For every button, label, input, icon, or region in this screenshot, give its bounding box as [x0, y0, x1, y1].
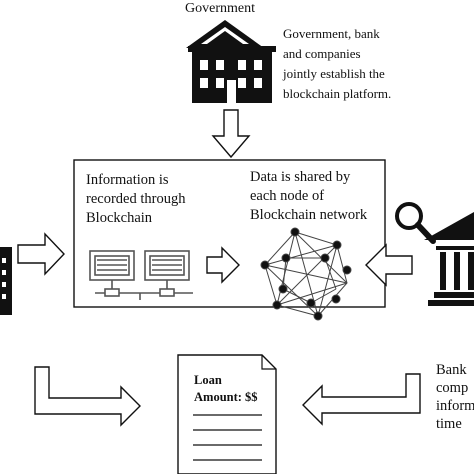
government-description: Government, bank and companies jointly e…: [283, 24, 391, 104]
bent-arrow-right: [302, 373, 421, 426]
bank-icon: [424, 212, 474, 306]
recorded-line: Blockchain: [86, 210, 153, 226]
bank-line: time: [436, 416, 462, 432]
bent-arrow-left: [34, 366, 141, 427]
recorded-line: Information is: [86, 172, 169, 188]
government-description-line: Government, bank: [283, 26, 380, 41]
loan-document-icon: [177, 354, 277, 474]
government-building-icon: [186, 20, 276, 103]
blockchain-platform-box: [73, 159, 386, 308]
bank-line: Bank: [436, 362, 467, 378]
recorded-line: recorded through: [86, 191, 186, 207]
bank-text: Bank comp inform time: [436, 361, 474, 433]
right-arrow-left: [17, 232, 65, 276]
right-arrow-inner: [206, 246, 240, 284]
government-description-line: and companies: [283, 46, 361, 61]
loan-amount-text: Loan Amount: $$: [194, 372, 258, 406]
bank-line: comp: [436, 380, 469, 396]
government-description-line: jointly establish the: [283, 66, 385, 81]
data-shared-text: Data is shared by each node of Blockchai…: [250, 168, 367, 225]
shared-line: Blockchain network: [250, 207, 368, 223]
computer-network-icon: [89, 250, 193, 300]
information-recorded-text: Information is recorded through Blockcha…: [86, 171, 185, 228]
left-arrow-right: [365, 243, 413, 287]
loan-line: Amount: $$: [194, 390, 258, 404]
shared-line: each node of: [250, 188, 325, 204]
magnifier-icon: [395, 202, 436, 244]
shared-line: Data is shared by: [250, 169, 351, 185]
loan-line: Loan: [194, 373, 222, 387]
company-building-icon: [0, 247, 12, 315]
government-description-line: blockchain platform.: [283, 86, 392, 101]
down-arrow: [211, 109, 251, 159]
bank-line: inform: [436, 398, 474, 414]
government-label: Government: [185, 1, 255, 16]
blockchain-network-icon: [260, 227, 352, 321]
